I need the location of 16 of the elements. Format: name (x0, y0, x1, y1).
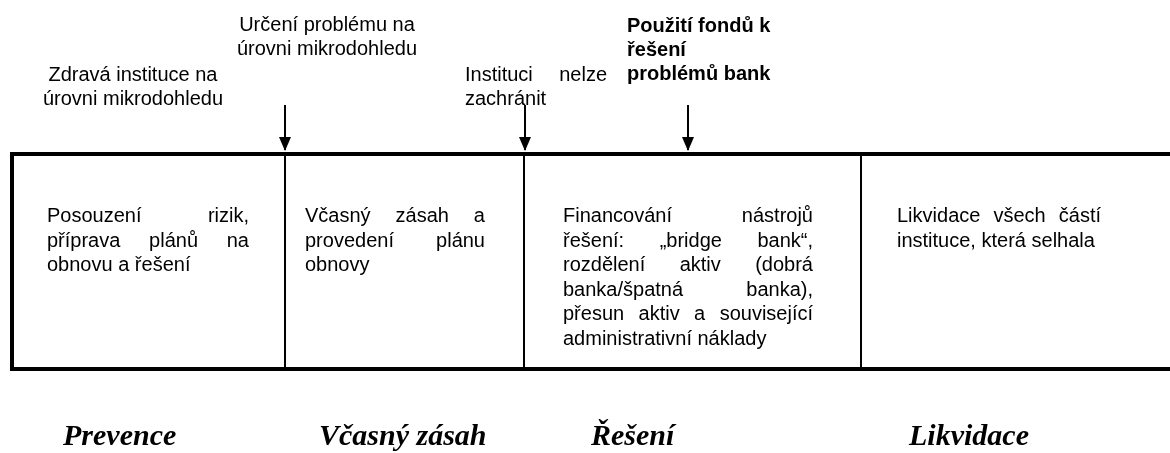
stage-description: Likvidace všech částí instituce, která selhala (897, 203, 1101, 252)
stage-description: Financování nástrojů řešení: „bridge bank“, rozdělení aktiv (dobrá banka/špatná banka), přesun aktiv a související administrativní náklady (563, 203, 813, 350)
event-label: Použití fondů k řešení problémů bank (627, 13, 771, 85)
phase-title: Včasný zásah (319, 419, 487, 451)
phase-title: Řešení (591, 419, 675, 451)
stage-description: Posouzení rizik, příprava plánů na obnovu a řešení (47, 203, 249, 277)
event-label: Zdravá instituce na úrovni mikrodohledu (41, 62, 225, 110)
event-label: Instituci nelze zachránit (465, 62, 607, 110)
timeline-box (10, 152, 1170, 371)
phase-title: Prevence (63, 419, 177, 451)
phase-title: Likvidace (909, 419, 1029, 451)
arrow (682, 104, 694, 151)
arrow (279, 104, 291, 151)
stage-description: Včasný zásah a provedení plánu obnovy (305, 203, 485, 277)
event-label: Určení problému na úrovni mikrodohledu (229, 12, 425, 60)
arrow (519, 104, 531, 151)
